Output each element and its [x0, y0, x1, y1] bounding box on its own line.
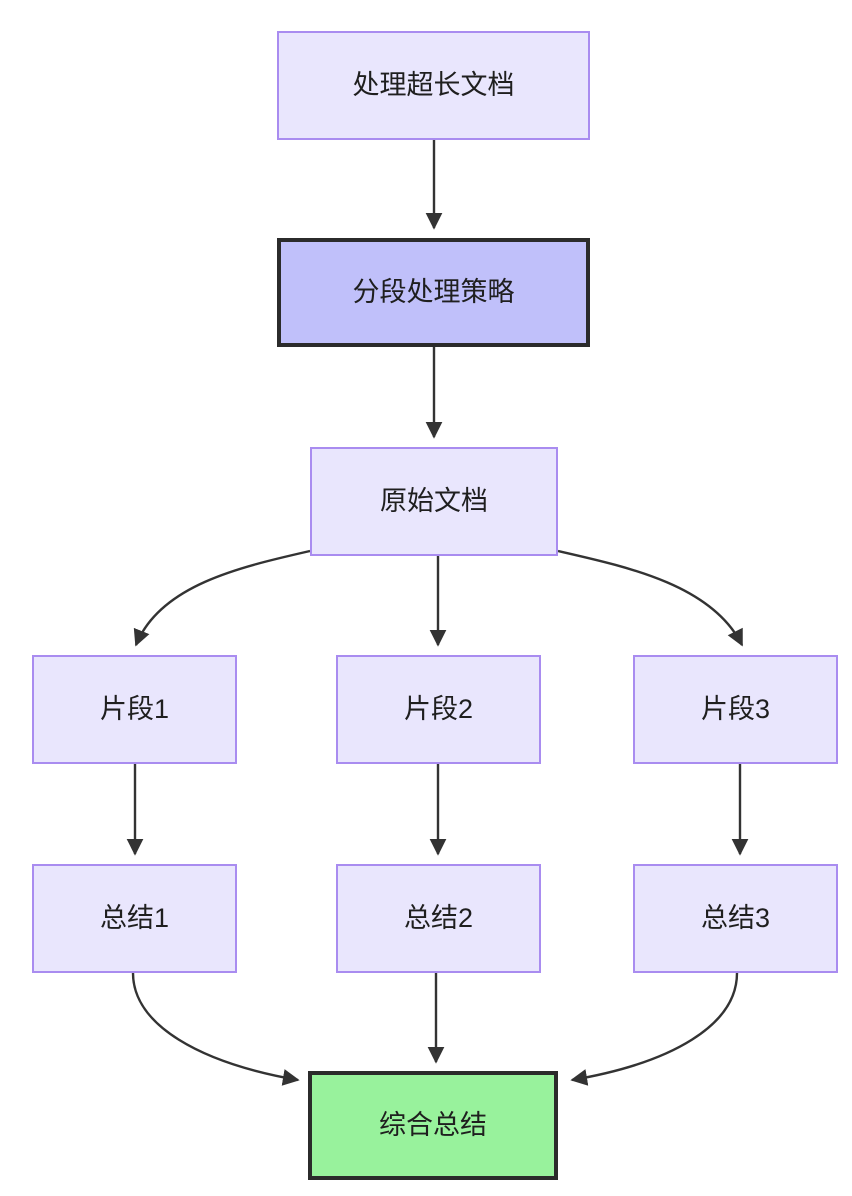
edge-n3-n4 [133, 549, 311, 647]
node-fragment-1[interactable]: 片段1 [32, 655, 237, 764]
node-label: 综合总结 [379, 1110, 487, 1141]
edge-n7-n10 [131, 972, 300, 1086]
node-label: 片段3 [700, 694, 771, 725]
node-fragment-2[interactable]: 片段2 [336, 655, 541, 764]
node-chunking-strategy[interactable]: 分段处理策略 [277, 238, 590, 347]
node-label: 处理超长文档 [352, 70, 515, 101]
node-label: 总结1 [99, 903, 170, 934]
node-label: 总结2 [403, 903, 474, 934]
node-original-document[interactable]: 原始文档 [310, 447, 558, 556]
edge-n3-n6 [557, 549, 744, 647]
node-label: 片段1 [99, 694, 170, 725]
node-label: 原始文档 [380, 486, 488, 517]
node-summary-3[interactable]: 总结3 [633, 864, 838, 973]
node-comprehensive-summary[interactable]: 综合总结 [308, 1071, 558, 1180]
node-label: 总结3 [700, 903, 771, 934]
node-summary-2[interactable]: 总结2 [336, 864, 541, 973]
node-process-long-document[interactable]: 处理超长文档 [277, 31, 590, 140]
node-label: 分段处理策略 [352, 277, 515, 308]
node-fragment-3[interactable]: 片段3 [633, 655, 838, 764]
node-label: 片段2 [403, 694, 474, 725]
edge-n9-n10 [570, 972, 739, 1086]
node-summary-1[interactable]: 总结1 [32, 864, 237, 973]
